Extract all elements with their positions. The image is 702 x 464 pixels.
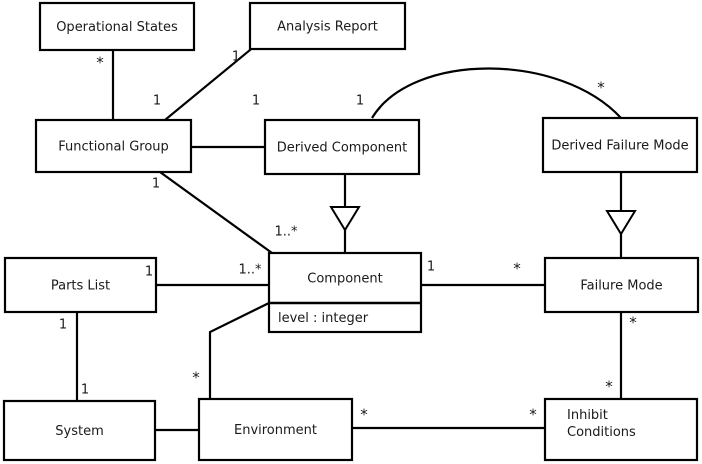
class-box-outline <box>263 118 421 176</box>
multiplicity-label-layer: * 1 1 1 1 1..* 1 * 1 1..* 1 * 1 1 * * * * * <box>59 50 637 424</box>
class-box-outline <box>197 397 354 462</box>
class-name: Failure Mode <box>580 279 662 294</box>
class-name-line: Inhibit <box>567 408 608 423</box>
class-box-outline <box>543 397 699 462</box>
generalization-arrowhead-icon <box>605 210 637 236</box>
association-functional-group-component <box>158 170 274 255</box>
class-box-outline <box>541 116 699 174</box>
class-box-derived-failure-mode[interactable]: Derived Failure Mode <box>541 116 699 174</box>
multiplicity-label: * <box>597 79 605 97</box>
multiplicity-label: * <box>192 369 200 387</box>
association-layer <box>75 48 637 432</box>
association-line <box>158 170 274 255</box>
class-box-outline <box>38 1 196 52</box>
class-box-system[interactable]: System <box>2 399 157 462</box>
class-box-outline <box>34 118 193 174</box>
class-name: Derived Component <box>277 141 408 156</box>
class-box-outline <box>2 399 157 462</box>
multiplicity-label: 1 <box>427 260 435 275</box>
multiplicity-label: * <box>605 378 613 396</box>
class-box-outline <box>248 1 407 51</box>
class-name-line: Conditions <box>567 425 636 440</box>
association-line <box>163 48 252 122</box>
generalization-arrowhead-icon <box>329 206 361 232</box>
class-box-outline <box>3 256 158 314</box>
class-box-analysis-report[interactable]: Analysis Report <box>248 1 407 51</box>
association-derived-component-component-generalization <box>329 172 361 255</box>
multiplicity-label: 1 <box>152 177 160 192</box>
multiplicity-label: 1 <box>145 265 153 280</box>
multiplicity-label: 1 <box>356 94 364 109</box>
class-box-component[interactable]: Component level : integer <box>267 251 423 334</box>
class-box-outline <box>267 251 423 334</box>
association-derived-failure-mode-failure-mode-generalization <box>605 170 637 260</box>
multiplicity-label: * <box>513 260 521 278</box>
multiplicity-label: * <box>360 406 368 424</box>
multiplicity-label: * <box>96 54 104 72</box>
class-box-derived-component[interactable]: Derived Component <box>263 118 421 176</box>
class-name: Analysis Report <box>277 20 378 35</box>
multiplicity-label: 1 <box>153 94 161 109</box>
class-name: Operational States <box>56 20 178 35</box>
association-line <box>208 301 271 401</box>
multiplicity-label: 1 <box>252 94 260 109</box>
class-name: Environment <box>234 423 317 438</box>
multiplicity-label: * <box>629 314 637 332</box>
class-box-functional-group[interactable]: Functional Group <box>34 118 193 174</box>
association-arc <box>371 67 622 119</box>
class-name: Functional Group <box>58 140 169 155</box>
class-attribute: level : integer <box>278 311 369 326</box>
class-box-failure-mode[interactable]: Failure Mode <box>543 256 700 314</box>
multiplicity-label: * <box>529 406 537 424</box>
class-box-parts-list[interactable]: Parts List <box>3 256 158 314</box>
association-derived-component-derived-failure-mode <box>371 67 622 119</box>
class-name: System <box>55 424 103 439</box>
class-name: Component <box>307 272 382 287</box>
association-component-environment <box>208 301 271 401</box>
multiplicity-label: 1..* <box>274 225 298 240</box>
multiplicity-label: 1 <box>232 50 240 65</box>
class-name: Derived Failure Mode <box>551 139 688 154</box>
multiplicity-label: 1 <box>59 318 67 333</box>
class-name: Parts List <box>51 279 110 294</box>
class-box-outline <box>543 256 700 314</box>
multiplicity-label: 1..* <box>238 263 262 278</box>
association-functional-group-analysis-report <box>163 48 252 122</box>
class-box-environment[interactable]: Environment <box>197 397 354 462</box>
multiplicity-label: 1 <box>81 383 89 398</box>
class-box-operational-states[interactable]: Operational States <box>38 1 196 52</box>
